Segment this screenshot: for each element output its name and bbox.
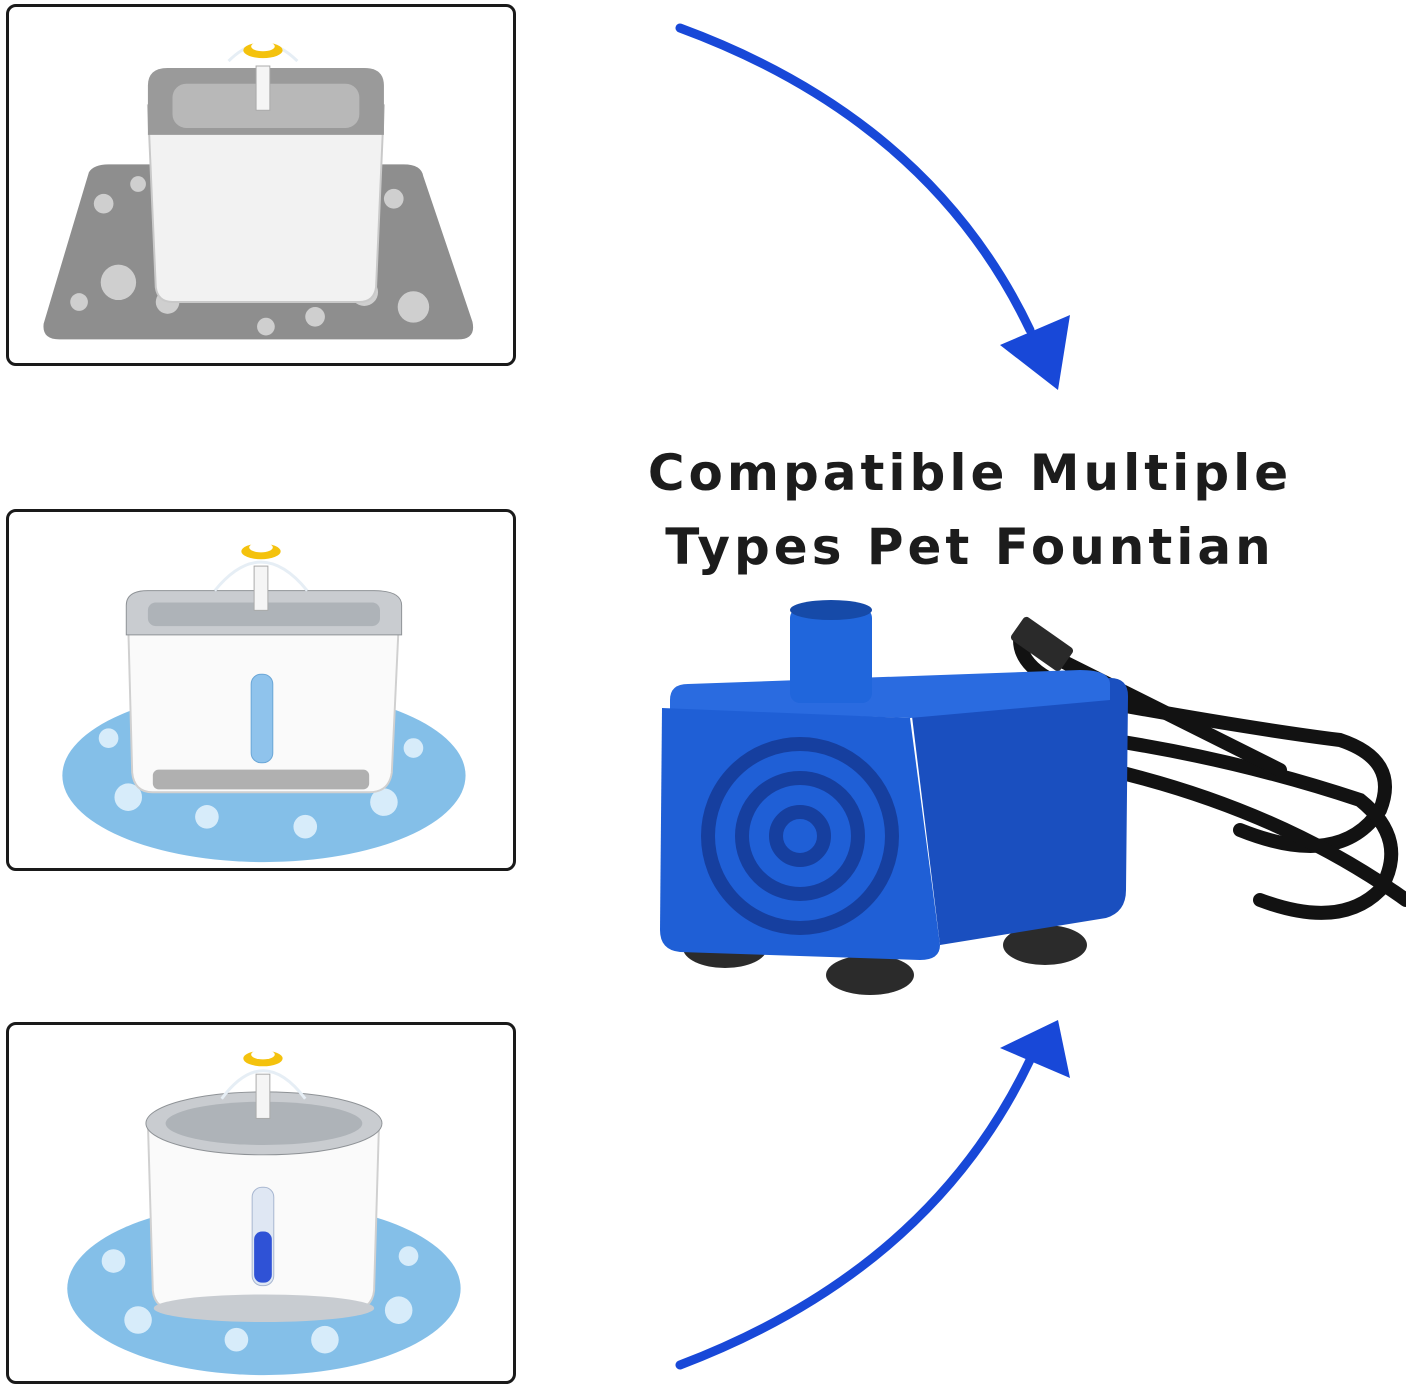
suction-foot [826,955,914,995]
intake-grille [701,737,899,935]
bottom-arrow-head [1000,1020,1070,1078]
pump-outlet [790,608,872,703]
bottom-arrow-shaft [675,1055,1035,1370]
square-fountain-image [43,41,474,340]
top-arrow-shaft [675,23,1035,335]
water-pump-image [660,600,1406,995]
pump-side [910,678,1128,945]
fountain-body [146,104,385,304]
pump-top [670,670,1110,718]
water-level-window [250,673,274,764]
mat-flower-pattern [98,728,424,839]
fountain-panel-round [6,1022,516,1384]
rectangular-fountain-image [62,542,466,863]
round-fountain-image [67,1049,461,1376]
mat-flower-pattern [101,1246,419,1354]
headline-line-1: Compatible Multiple [647,444,1293,502]
fountain-panel-square [6,4,516,366]
fountain-panel-rectangular [6,509,516,871]
headline-line-2: Types Pet Fountian [665,518,1275,576]
suction-foot [1003,925,1087,965]
usb-plug [1010,616,1074,672]
top-arrow-head [1000,315,1070,390]
headline: Compatible Multiple Types Pet Fountian [560,436,1380,584]
